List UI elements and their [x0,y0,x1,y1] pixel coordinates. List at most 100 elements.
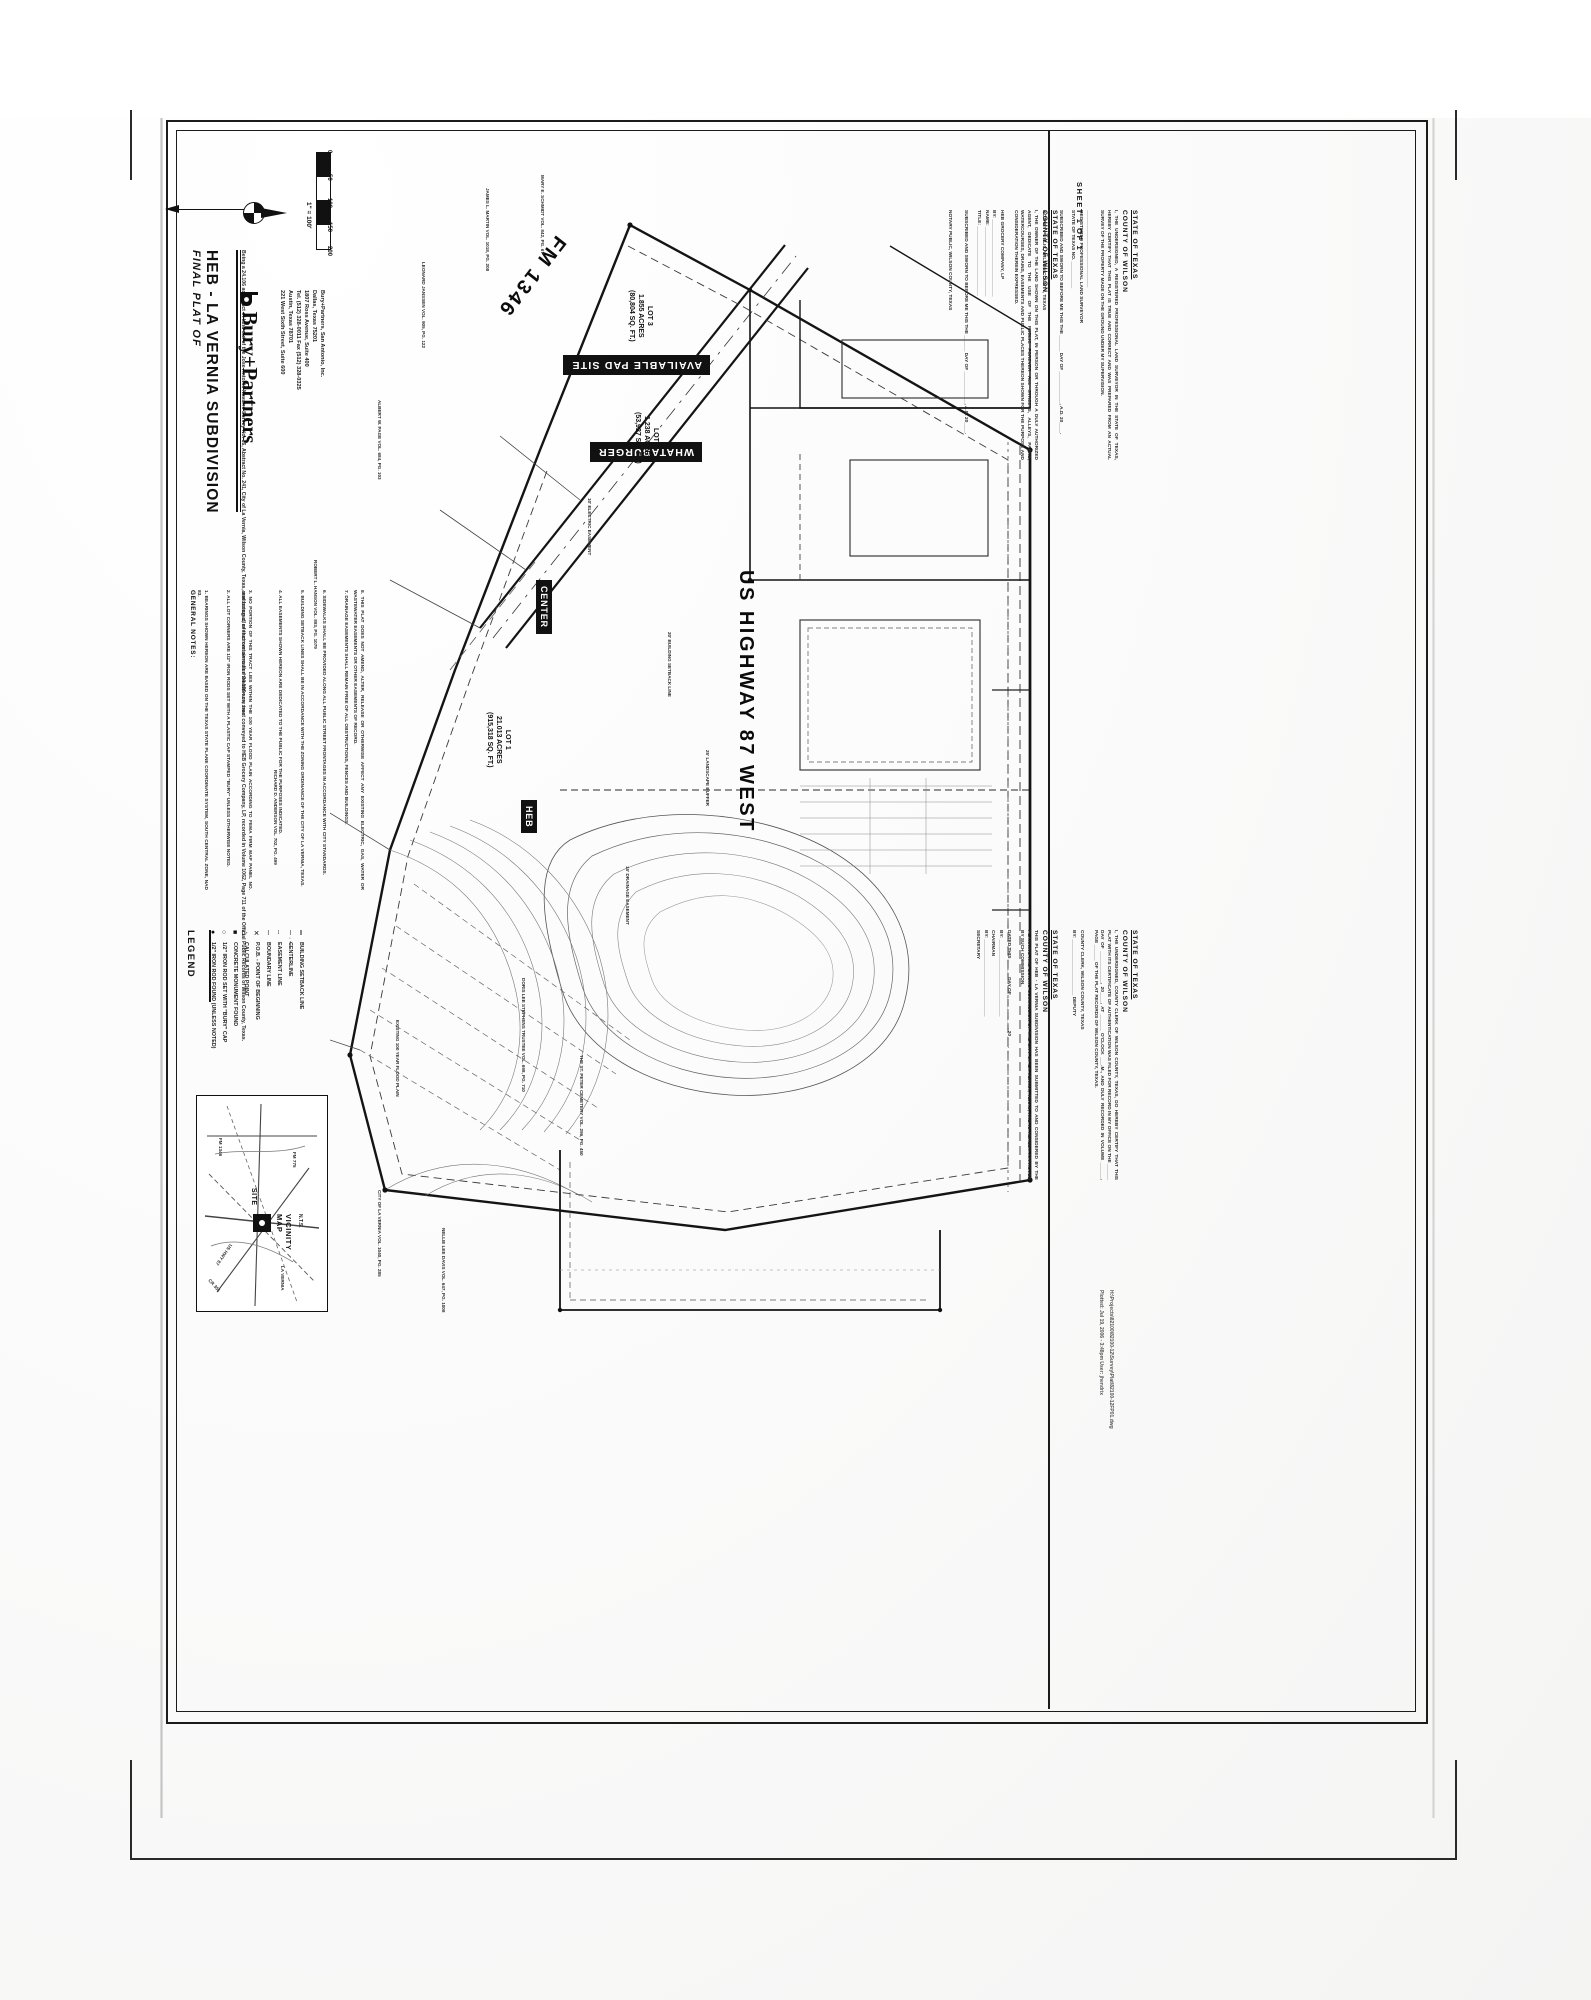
legend-text-6: EASEMENT LINE [276,942,282,986]
cert-3-body: I, THE UNDERSIGNED, COUNTY CLERK OF WILS… [1092,930,1118,1180]
legend-symbol-2: ■ [231,930,238,935]
lot-2-name: LOT 2 [652,427,659,448]
general-note-8: 8. THIS PLAT DOES NOT AMEND, ALTER, RELE… [352,590,364,890]
engineer-address-5: Dallas, Texas 75201 [311,290,317,343]
annotation-9: THE ST. PETER CEMETERY VOL. 286, PG. 450 [579,1055,584,1156]
annotation-14: EXISTING 100 YEAR FLOOD PLAIN [395,1020,400,1097]
plat-drawing-area: AVAILABLE PAD SITE WHATABURGER CENTER HE… [273,150,1045,1330]
title-rule-1 [236,250,238,512]
bury-b-mark-icon [240,290,259,307]
lot-3-name: LOT 3 [646,305,653,326]
annotation-8: NELLIE LEE DAVIS VOL. 647, PG. 1008 [441,1228,446,1313]
cert-2-subheading: COUNTY OF WILSON [1041,930,1048,1013]
crop-mark-bottom-right [1455,1760,1457,1860]
legend-symbol-3: △ [241,930,248,936]
cert-0-sig-0: HEB GROCERY COMPANY, LP [998,210,1004,280]
cert-0-sig-1: BY: _____________________________ [991,210,997,297]
cert-0-sig-3: TITLE: __________________________ [976,210,982,296]
cert-2-sig-4: SECRETARY [975,930,981,960]
annotation-10: 20' BUILDING SETBACK LINE [667,632,672,697]
annotation-6: DORIS LEE STEPHENS TRUSTEE VOL. 698, PG.… [521,978,526,1092]
sheet-border-outer [166,120,1428,1724]
scan-top-edge [0,0,1591,118]
lot-2-note: (53,927 SQ. FT.) [634,412,641,464]
legend-text-4: P.O.B. - POINT OF BEGINNING [254,942,260,1020]
legend-symbol-5: ─ [264,930,271,935]
crop-line-bottom [130,1858,1457,1860]
cert-0-body: I, THE OWNER OF THE LAND SHOWN ON THIS P… [1012,210,1038,460]
vicinity-map-linework [204,1103,320,1307]
cert-2-sig-1: BY: _____________________________ [998,930,1004,1017]
cert-3-sig-0: COUNTY CLERK, WILSON COUNTY, TEXAS [1078,930,1084,1030]
callout-center: CENTER [536,580,552,634]
sheet-number: SHEET 1 OF 1 [1075,182,1084,252]
lot-label-2: LOT 2 1.238 ACRES (53,927 SQ. FT.) [633,412,660,464]
lot-label-1: LOT 1 21.013 ACRES (915,318 SQ. FT.) [485,712,512,768]
general-note-2: 2. ALL LOT CORNERS ARE 1/2" IRON RODS SE… [225,590,230,867]
north-arrow-icon [165,196,315,230]
cert-3-sig-1: BY: _____________________ DEPUTY [1071,930,1077,1017]
sheet-border-inner [176,130,1416,1712]
general-note-3: 3. NO PORTION OF THIS TRACT LIES WITHIN … [240,590,252,890]
certificate-surveyor: STATE OF TEXAS COUNTY OF WILSON I, THE U… [1039,210,1138,770]
annotation-11: 15' DRAINAGE EASEMENT [625,866,630,925]
cert-2-sig-3: BY: _____________________________ [982,930,988,1017]
vicinity-map: VICINITY MAP N.T.S. SITE FM 1346 US HWY … [196,1095,328,1312]
title-rule-2 [240,250,241,512]
lot-2-area: 1.238 ACRES [643,416,650,460]
legend-block: LEGEND ● 1/2" IRON ROD FOUND (UNLESS NOT… [185,930,326,1130]
cert-3-heading: STATE OF TEXAS [1131,930,1138,1000]
legend-text-1: 1/2" IRON ROD SET WITH "BURY" CAP [221,942,227,1043]
road-label-us-highway-87-west: US HIGHWAY 87 WEST [735,570,757,833]
lot-label-3: LOT 3 1.855 ACRES (80,804 SQ. FT.) [627,290,654,342]
crop-mark-top-right [1455,110,1457,180]
cert-0-notary: SUBSCRIBED AND SWORN TO BEFORE ME THIS T… [963,210,969,435]
cert-1-body: I, THE UNDERSIGNED, A REGISTERED PROFESS… [1099,210,1118,460]
general-note-6: 6. SIDEWALKS SHALL BE PROVIDED ALONG ALL… [321,590,326,875]
cert-1-sig-0: _____________________________ [1085,210,1091,288]
general-notes-block: GENERAL NOTES: 1. BEARINGS SHOWN HEREON … [189,590,386,920]
certificate-planning-approval: STATE OF TEXAS COUNTY OF WILSON THIS PLA… [974,930,1058,1490]
vicinity-road-0: FM 1346 [218,1138,223,1157]
general-note-7: 7. DRAINAGE EASEMENTS SHALL REMAIN FREE … [343,590,348,825]
cert-0-sig-2: NAME: __________________________ [983,210,989,297]
annotation-0: JAMES L. MARTIN VOL. 1018, PG. 208 [485,188,490,272]
legend-symbol-0: ● [209,930,216,935]
cert-0-notary-line: NOTARY PUBLIC, WILSON COUNTY, TEXAS [946,210,952,311]
lot-1-note: (915,318 SQ. FT.) [486,712,493,768]
annotation-13: 25' LANDSCAPE BUFFER [705,750,710,806]
general-note-4: 4. ALL EASEMENTS SHOWN HEREON ARE DEDICA… [277,590,282,835]
legend-symbol-4: ✕ [252,930,259,936]
engineer-address-4: 1807 Ross Avenue, Suite 400 [303,290,309,367]
legend-text-7: CENTERLINE [287,942,293,977]
annotation-2: LEONARD JANSSEN VOL. 905, PG. 122 [421,262,426,349]
annotation-12: 10' ELECTRIC EASEMENT [587,498,592,556]
vicinity-map-site-label: SITE [250,1188,257,1206]
engineer-name: Bury+Partners [238,311,262,444]
cert-2-sig-2: CHAIRMAN [990,930,996,957]
lot-1-area: 21.013 ACRES [495,716,502,764]
legend-symbol-1: ○ [220,930,227,935]
cert-1-heading: STATE OF TEXAS [1131,210,1138,280]
callout-available-pad-site: AVAILABLE PAD SITE [563,355,710,375]
cert-1-subheading: COUNTY OF WILSON [1121,210,1128,293]
crop-mark-top-left [130,110,132,180]
plat-title-line2: HEB - LA VERNIA SUBDIVISION [203,250,220,514]
scale-bar-caption: 1" = 100' [305,202,312,229]
general-note-1: 1. BEARINGS SHOWN HEREON ARE BASED ON TH… [196,590,208,890]
annotation-3: ALBERT W. PAGE VOL. 684, PG. 103 [377,400,382,480]
plot-stamp-1: Plotted: Jul 19, 2006 - 3:48pm User: jhe… [1098,1290,1104,1396]
cert-2-sig-0: DATED THIS ______ DAY OF ____________, 2… [1005,930,1011,1049]
annotation-7: CITY OF LA VERNIA VOL. 1040, PG. 285 [377,1190,382,1277]
vicinity-map-subtitle: N.T.S. [297,1214,303,1228]
lot-1-name: LOT 1 [504,729,511,750]
legend-text-2: CONCRETE MONUMENT FOUND [232,942,238,1027]
engineer-address-2: Austin, Texas 78701 [287,290,293,344]
certificate-county-clerk: STATE OF TEXAS COUNTY OF WILSON I, THE U… [1070,930,1138,1490]
engineer-address-1: 221 West Sixth Street, Suite 600 [279,290,285,375]
graphic-scale-bar: 0 50 100 150 200 1" = 100' [305,150,338,262]
legend-symbol-6: ┄ [274,930,281,935]
crop-mark-bottom-left [130,1760,132,1860]
cert-3-subheading: COUNTY OF WILSON [1121,930,1128,1013]
